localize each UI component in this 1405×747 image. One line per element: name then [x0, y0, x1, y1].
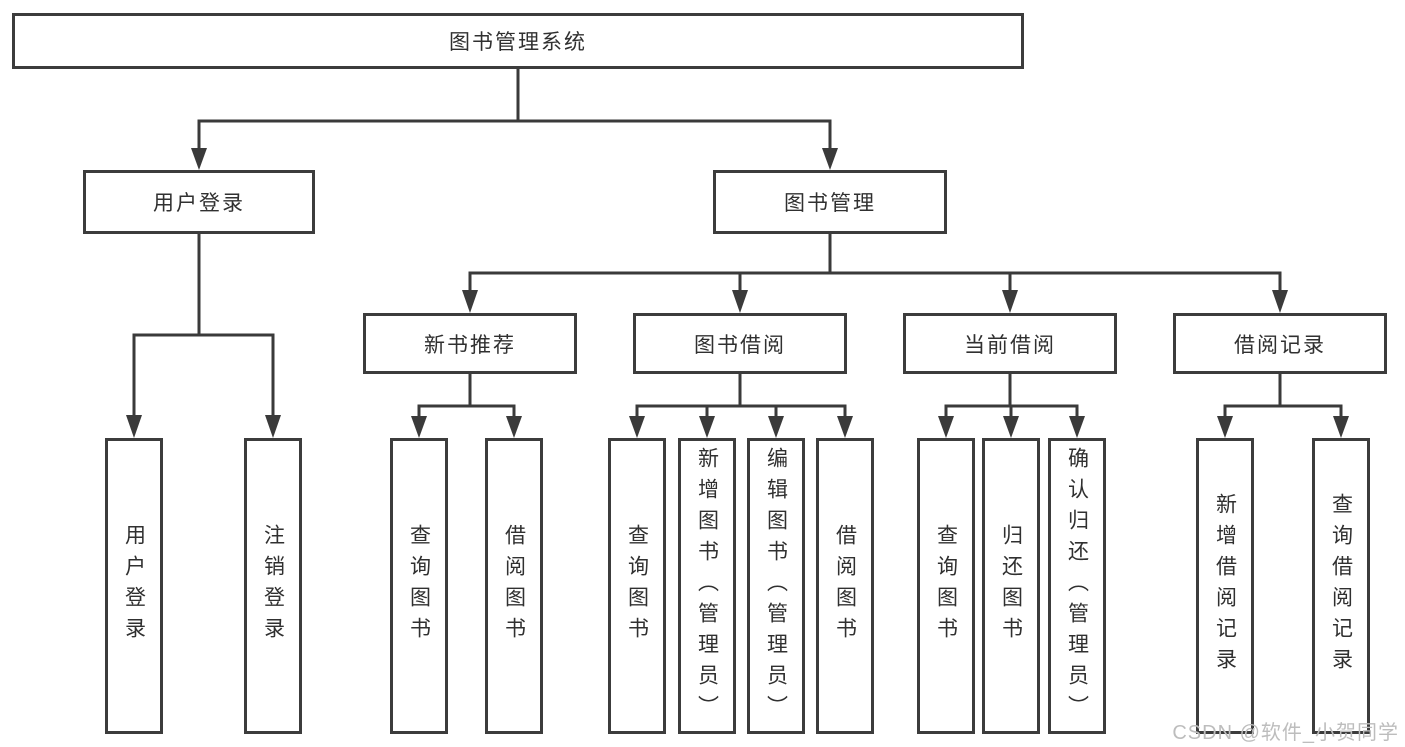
node-label: 借阅图书 [833, 524, 857, 648]
leaf-return-books: 归还图书 [982, 438, 1040, 734]
node-book-management: 图书管理 [713, 170, 947, 234]
leaf-borrow-books: 借阅图书 [816, 438, 874, 734]
csdn-watermark: CSDN @软件_小贺同学 [1172, 722, 1399, 744]
node-label: 编辑图书（管理员） [764, 446, 788, 726]
node-label: 归还图书 [999, 524, 1023, 648]
leaf-query-books-recommend: 查询图书 [390, 438, 448, 734]
leaf-query-books-current: 查询图书 [917, 438, 975, 734]
node-new-book-recommendation: 新书推荐 [363, 313, 577, 374]
node-label: 查询借阅记录 [1329, 493, 1353, 679]
leaf-logout-login: 注销登录 [244, 438, 302, 734]
node-book-borrowing: 图书借阅 [633, 313, 847, 374]
leaf-borrow-books-recommend: 借阅图书 [485, 438, 543, 734]
leaf-query-borrow-record: 查询借阅记录 [1312, 438, 1370, 734]
leaf-edit-books-admin: 编辑图书（管理员） [747, 438, 805, 734]
node-label: 借阅记录 [1234, 333, 1326, 357]
leaf-confirm-return-admin: 确认归还（管理员） [1048, 438, 1106, 734]
node-label: 借阅图书 [502, 524, 526, 648]
arrowhead-icons [126, 148, 1349, 438]
node-label: 新增图书（管理员） [695, 446, 719, 726]
leaf-add-books-admin: 新增图书（管理员） [678, 438, 736, 734]
node-label: 新增借阅记录 [1213, 493, 1237, 679]
node-label: 查询图书 [934, 524, 958, 648]
node-label: 图书借阅 [694, 333, 786, 357]
node-label: 图书管理 [784, 192, 876, 215]
leaf-user-login: 用户登录 [105, 438, 163, 734]
node-label: 确认归还（管理员） [1065, 446, 1089, 726]
node-label: 用户登录 [153, 192, 245, 215]
node-label: 当前借阅 [964, 333, 1056, 357]
leaf-query-books-borrow: 查询图书 [608, 438, 666, 734]
leaf-add-borrow-record: 新增借阅记录 [1196, 438, 1254, 734]
node-label: 用户登录 [122, 524, 146, 648]
node-library-management-system: 图书管理系统 [12, 13, 1024, 69]
node-label: 注销登录 [261, 524, 285, 648]
node-user-login: 用户登录 [83, 170, 315, 234]
node-label: 图书管理系统 [449, 31, 587, 54]
node-current-borrowing: 当前借阅 [903, 313, 1117, 374]
node-label: 查询图书 [407, 524, 431, 648]
node-borrowing-records: 借阅记录 [1173, 313, 1387, 374]
node-label: 查询图书 [625, 524, 649, 648]
node-label: 新书推荐 [424, 333, 516, 357]
